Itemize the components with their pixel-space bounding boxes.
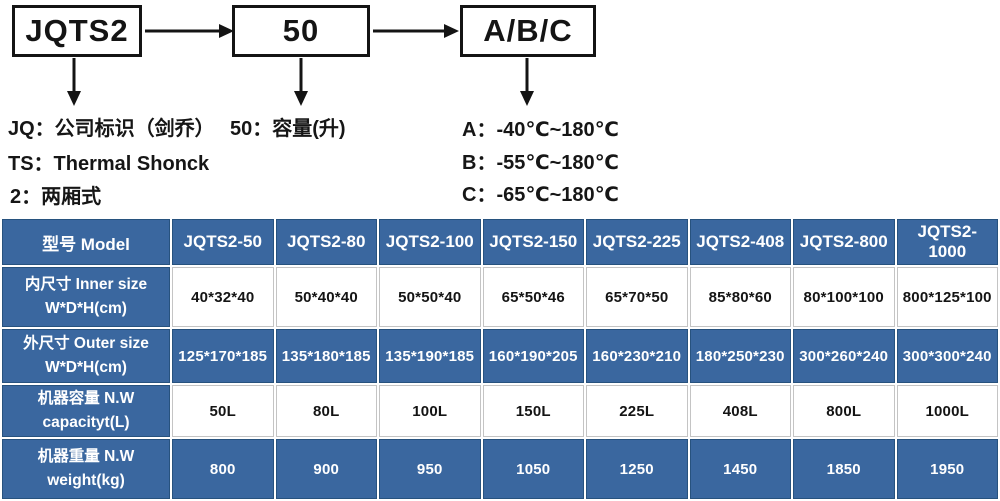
cell-outer-size: 160*230*210 — [586, 329, 688, 383]
cell-capacity: 100L — [379, 385, 481, 437]
cell-weight: 1250 — [586, 439, 688, 499]
cell-capacity: 1000L — [896, 385, 998, 437]
model-code-box-temp-grade: A/B/C — [460, 5, 596, 57]
cell-inner-size: 65*70*50 — [586, 267, 688, 327]
cell-inner-size: 65*50*46 — [482, 267, 584, 327]
note-2-meaning: 2：两厢式 — [10, 186, 102, 208]
arrow-down-icon — [520, 58, 534, 106]
cell-outer-size: 300*260*240 — [793, 329, 895, 383]
row-label-zh: 内尺寸 Inner size — [24, 275, 148, 293]
cell-weight: 1050 — [482, 439, 584, 499]
note-jq-meaning: JQ：公司标识（剑乔） — [8, 118, 215, 140]
cell-outer-size: 135*180*185 — [275, 329, 377, 383]
header-model: JQTS2-225 — [586, 219, 688, 265]
cell-outer-size: 160*190*205 — [482, 329, 584, 383]
cell-outer-size: 300*300*240 — [896, 329, 998, 383]
row-label-en: W*D*H(cm) — [45, 359, 127, 376]
model-code-box-jqts2: JQTS2 — [12, 5, 142, 57]
arrow-right-icon — [145, 24, 234, 38]
row-label-outer-size: 外尺寸 Outer size W*D*H(cm) — [2, 329, 170, 383]
note-ts-meaning: TS：Thermal Shonck — [8, 153, 210, 175]
cell-inner-size: 50*40*40 — [275, 267, 377, 327]
table-row-weight: 机器重量 N.W weight(kg) 800 900 950 1050 125… — [2, 439, 998, 499]
header-model: JQTS2-800 — [793, 219, 895, 265]
cell-weight: 1850 — [793, 439, 895, 499]
cell-weight: 800 — [172, 439, 274, 499]
cell-inner-size: 40*32*40 — [172, 267, 274, 327]
model-code-box-capacity: 50 — [232, 5, 370, 57]
cell-capacity: 408L — [689, 385, 791, 437]
cell-inner-size: 80*100*100 — [793, 267, 895, 327]
cell-weight: 1950 — [896, 439, 998, 499]
table-header-row: 型号 Model JQTS2-50 JQTS2-80 JQTS2-100 JQT… — [2, 219, 998, 265]
table-row-outer-size: 外尺寸 Outer size W*D*H(cm) 125*170*185 135… — [2, 329, 998, 383]
arrow-down-icon — [294, 58, 308, 106]
spec-table: 型号 Model JQTS2-50 JQTS2-80 JQTS2-100 JQT… — [0, 217, 1000, 501]
cell-capacity: 800L — [793, 385, 895, 437]
cell-capacity: 225L — [586, 385, 688, 437]
row-label-weight: 机器重量 N.W weight(kg) — [2, 439, 170, 499]
row-label-zh: 外尺寸 Outer size — [23, 334, 149, 352]
table-row-capacity: 机器容量 N.W capacityt(L) 50L 80L 100L 150L … — [2, 385, 998, 437]
header-model: JQTS2-100 — [379, 219, 481, 265]
cell-capacity: 150L — [482, 385, 584, 437]
row-label-zh: 机器重量 N.W — [37, 447, 135, 465]
header-model: JQTS2-1000 — [896, 219, 998, 265]
row-label-en: W*D*H(cm) — [45, 300, 127, 317]
row-label-capacity: 机器容量 N.W capacityt(L) — [2, 385, 170, 437]
cell-weight: 900 — [275, 439, 377, 499]
row-label-en: capacityt(L) — [42, 414, 130, 431]
note-grade-b: B：-55℃~180℃ — [462, 152, 619, 174]
header-model: JQTS2-408 — [689, 219, 791, 265]
flow-arrows — [67, 24, 534, 106]
header-model: JQTS2-150 — [482, 219, 584, 265]
cell-outer-size: 135*190*185 — [379, 329, 481, 383]
table-row-inner-size: 内尺寸 Inner size W*D*H(cm) 40*32*40 50*40*… — [2, 267, 998, 327]
header-model-label: 型号 Model — [2, 219, 170, 265]
cell-outer-size: 125*170*185 — [172, 329, 274, 383]
cell-weight: 1450 — [689, 439, 791, 499]
note-50-meaning: 50：容量(升) — [230, 118, 346, 140]
row-label-en: weight(kg) — [47, 472, 125, 489]
row-label-inner-size: 内尺寸 Inner size W*D*H(cm) — [2, 267, 170, 327]
arrow-right-icon — [373, 24, 459, 38]
cell-inner-size: 800*125*100 — [896, 267, 998, 327]
note-grade-a: A：-40℃~180℃ — [462, 119, 619, 141]
cell-weight: 950 — [379, 439, 481, 499]
header-model: JQTS2-80 — [275, 219, 377, 265]
note-grade-c: C：-65℃~180℃ — [462, 184, 619, 206]
cell-outer-size: 180*250*230 — [689, 329, 791, 383]
header-model: JQTS2-50 — [172, 219, 274, 265]
cell-capacity: 80L — [275, 385, 377, 437]
cell-inner-size: 50*50*40 — [379, 267, 481, 327]
cell-capacity: 50L — [172, 385, 274, 437]
cell-inner-size: 85*80*60 — [689, 267, 791, 327]
row-label-zh: 机器容量 N.W — [37, 389, 135, 407]
arrow-down-icon — [67, 58, 81, 106]
